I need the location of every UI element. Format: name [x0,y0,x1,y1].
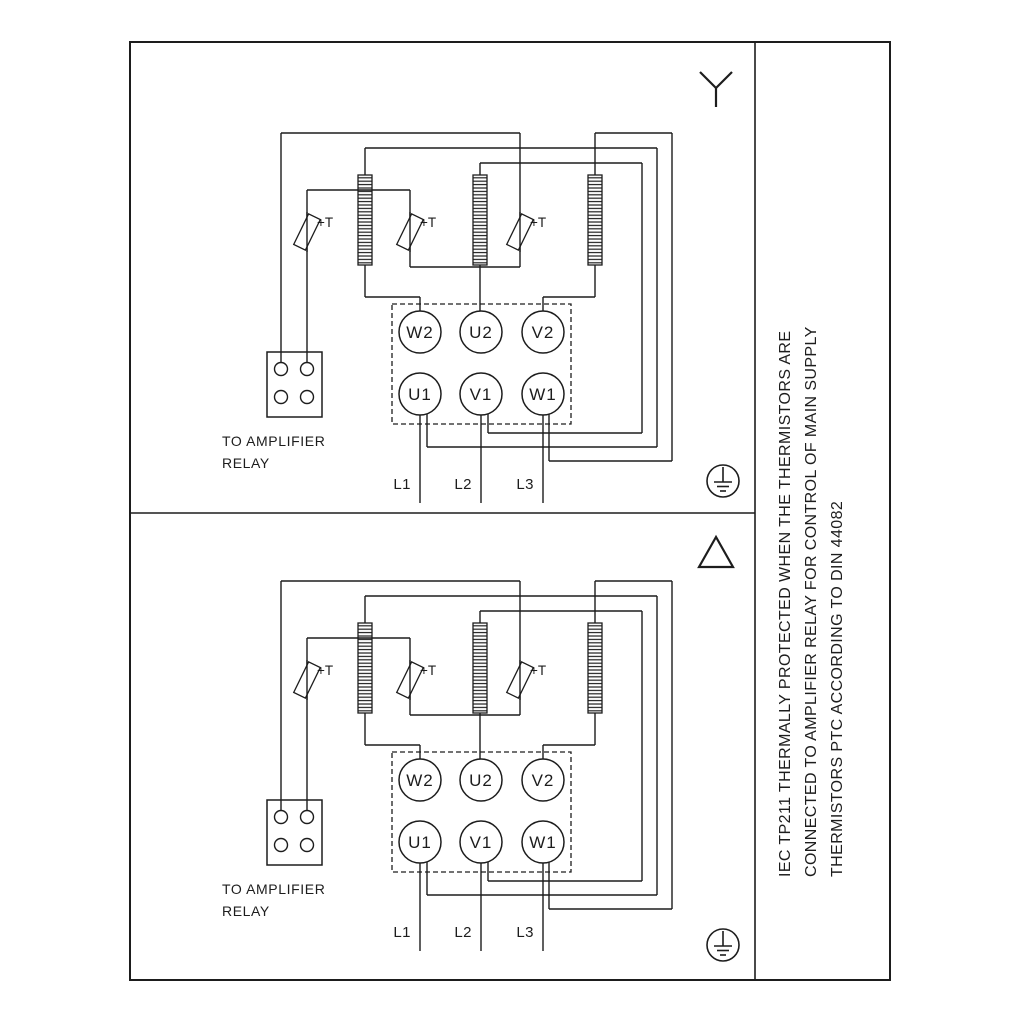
relay-terminal [299,837,315,853]
delta-connection-icon [697,534,735,569]
terminal-w2: W2 [398,310,442,354]
terminal-u2: U2 [459,758,503,802]
thermistor-label: +T [317,215,333,230]
thermistor-label: +T [530,215,546,230]
amplifier-relay-label: TO AMPLIFIER [222,433,325,449]
terminal-w2: W2 [398,758,442,802]
drawing-border [129,41,891,981]
terminal-label: V2 [532,771,555,790]
terminal-u1: U1 [398,820,442,864]
supply-label-l3: L3 [516,476,534,493]
relay-terminal [273,361,289,377]
star-connection-icon [699,71,733,107]
amplifier-relay-label: RELAY [222,903,270,919]
amplifier-relay-label: RELAY [222,455,270,471]
terminal-v1: V1 [459,820,503,864]
amplifier-relay-label: TO AMPLIFIER [222,881,325,897]
terminal-w1: W1 [521,820,565,864]
motor-winding [587,174,603,266]
relay-terminal [299,389,315,405]
supply-label-l1: L1 [393,476,411,493]
amplifier-relay-box [266,799,323,866]
terminal-label: W1 [529,385,557,404]
terminal-circle [521,820,565,864]
relay-terminal [299,809,315,825]
terminal-label: V1 [470,385,493,404]
terminal-label: V1 [470,833,493,852]
terminal-circle [398,820,442,864]
side-note-line: CONNECTED TO AMPLIFIER RELAY FOR CONTROL… [803,326,820,877]
motor-winding [357,622,373,714]
terminal-box-outline [391,303,572,425]
earth-ground-icon [706,928,740,962]
terminal-circle [459,758,503,802]
terminal-circle [521,758,565,802]
terminal-w1: W1 [521,372,565,416]
motor-winding [587,622,603,714]
terminal-u1: U1 [398,372,442,416]
earth-ground-icon [706,464,740,498]
terminal-label: W2 [406,771,434,790]
thermistor-label: +T [317,663,333,678]
side-note-line: THERMISTORS PTC ACCORDING TO DIN 44082 [829,501,846,877]
terminal-circle [521,372,565,416]
supply-label-l3: L3 [516,924,534,941]
terminal-circle [459,310,503,354]
thermistor-label: +T [530,663,546,678]
terminal-circle [459,372,503,416]
terminal-v2: V2 [521,310,565,354]
terminal-label: V2 [532,323,555,342]
motor-winding [357,174,373,266]
supply-label-l2: L2 [454,924,472,941]
thermistor-label: +T [420,663,436,678]
amplifier-relay-box [266,351,323,418]
relay-terminal [273,837,289,853]
terminal-label: U1 [408,385,432,404]
terminal-label: W2 [406,323,434,342]
supply-label-l1: L1 [393,924,411,941]
terminal-v1: V1 [459,372,503,416]
terminal-v2: V2 [521,758,565,802]
terminal-box-outline [391,751,572,873]
terminal-circle [459,820,503,864]
side-note-line: IEC TP211 THERMALLY PROTECTED WHEN THE T… [777,331,794,877]
terminal-circle [398,372,442,416]
terminal-label: U1 [408,833,432,852]
thermistor-label: +T [420,215,436,230]
terminal-circle [398,758,442,802]
relay-terminal [273,809,289,825]
terminal-label: U2 [469,771,493,790]
terminal-label: U2 [469,323,493,342]
terminal-circle [521,310,565,354]
motor-winding [472,622,488,714]
motor-winding [472,174,488,266]
relay-terminal [273,389,289,405]
terminal-u2: U2 [459,310,503,354]
supply-label-l2: L2 [454,476,472,493]
terminal-label: W1 [529,833,557,852]
relay-terminal [299,361,315,377]
terminal-circle [398,310,442,354]
